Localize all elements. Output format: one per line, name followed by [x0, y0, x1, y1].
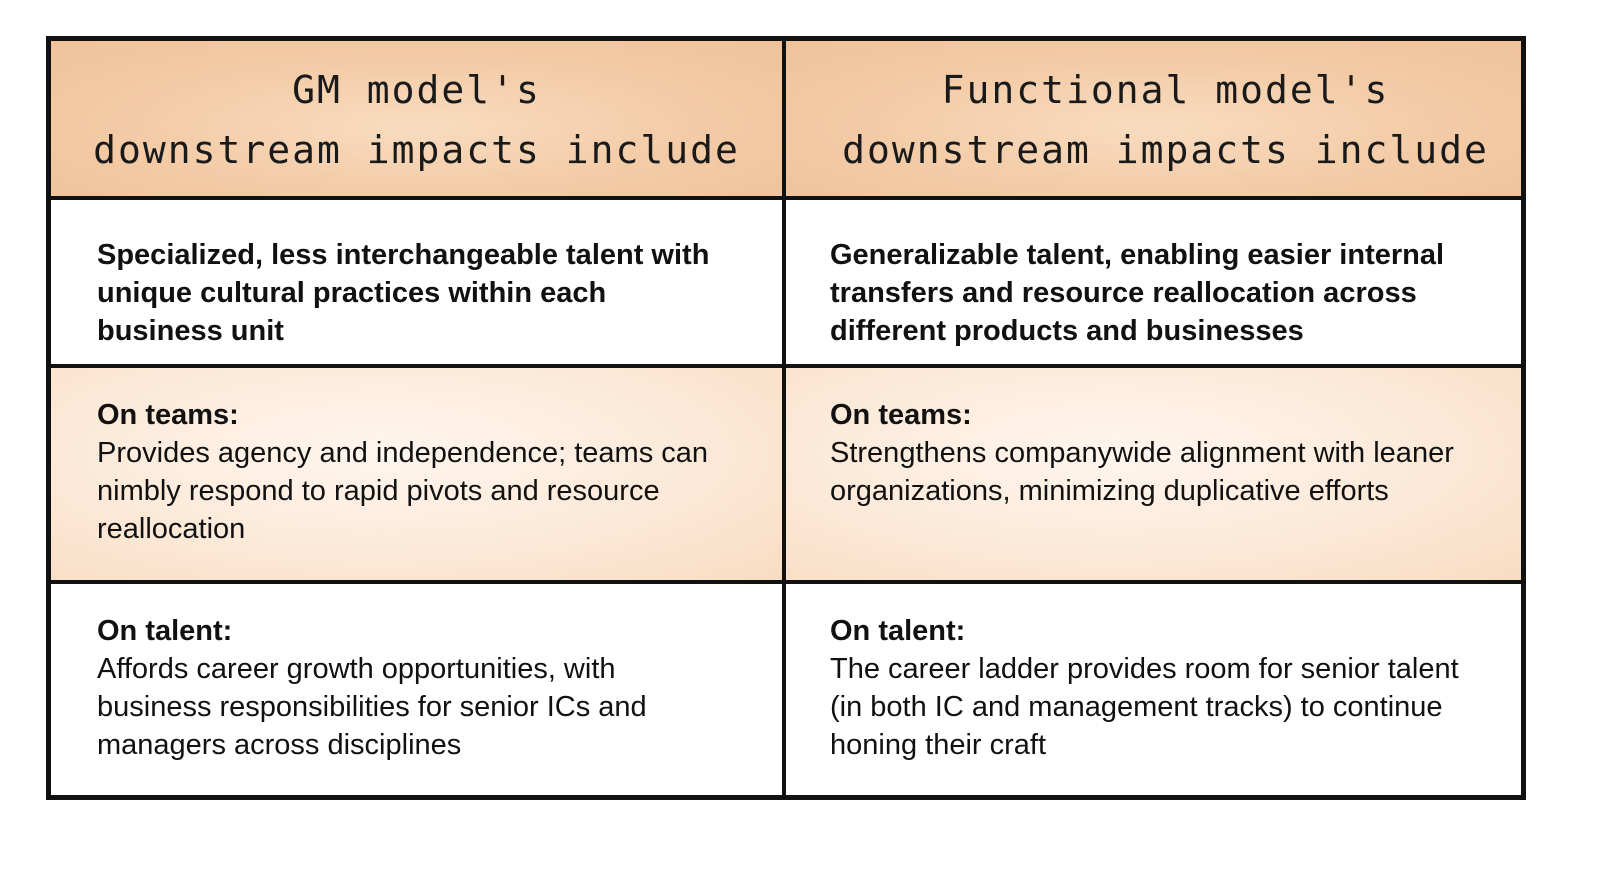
gm-talent-text: Affords career growth opportunities, wit… [97, 653, 647, 761]
functional-summary-cell: Generalizable talent, enabling easier in… [786, 200, 1521, 368]
functional-summary-text: Generalizable talent, enabling easier in… [830, 239, 1445, 347]
gm-teams-cell: On teams: Provides agency and independen… [51, 368, 786, 584]
gm-talent-label: On talent: [97, 615, 233, 647]
functional-talent-text: The career ladder provides room for seni… [830, 653, 1459, 761]
functional-model-header-text: Functional model's downstream impacts in… [842, 67, 1489, 172]
gm-model-header: GM model's downstream impacts include [51, 41, 786, 200]
functional-teams-text: Strengthens companywide alignment with l… [830, 437, 1454, 507]
gm-summary-cell: Specialized, less interchangeable talent… [51, 200, 786, 368]
gm-talent-cell: On talent: Affords career growth opportu… [51, 584, 786, 795]
functional-talent-label: On talent: [830, 615, 966, 647]
functional-talent-cell: On talent: The career ladder provides ro… [786, 584, 1521, 795]
functional-teams-label: On teams: [830, 399, 972, 431]
gm-summary-text: Specialized, less interchangeable talent… [97, 239, 710, 347]
gm-teams-label: On teams: [97, 399, 239, 431]
comparison-table: GM model's downstream impacts include Fu… [46, 36, 1526, 800]
gm-teams-text: Provides agency and independence; teams … [97, 437, 709, 545]
functional-model-header: Functional model's downstream impacts in… [786, 41, 1521, 200]
functional-teams-cell: On teams: Strengthens companywide alignm… [786, 368, 1521, 584]
gm-model-header-text: GM model's downstream impacts include [93, 67, 740, 172]
